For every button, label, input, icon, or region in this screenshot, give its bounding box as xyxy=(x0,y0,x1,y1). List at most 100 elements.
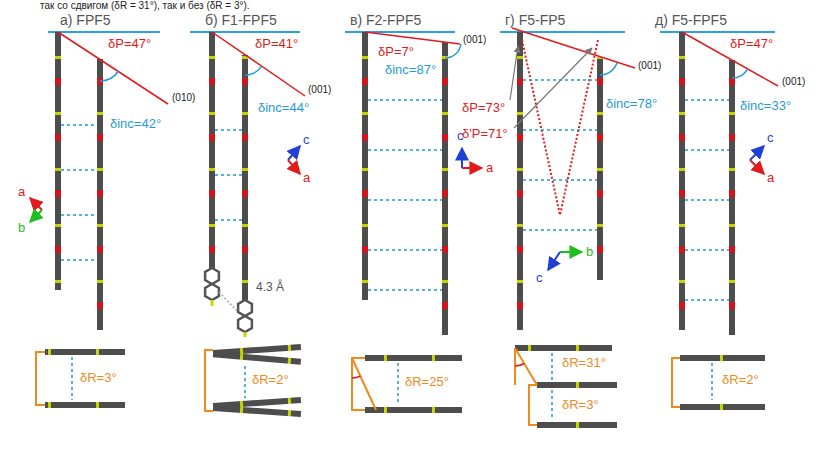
angle-label: δP=7° xyxy=(378,44,414,60)
molecule-column xyxy=(679,32,685,330)
label-text: δP=47° xyxy=(730,36,773,51)
fluorine xyxy=(211,300,214,306)
label-text: δR=3° xyxy=(80,370,117,385)
contact-line xyxy=(551,353,553,380)
contact-line xyxy=(523,179,597,181)
label-text: a xyxy=(18,184,25,199)
panel-title: 4.3 Å xyxy=(256,280,284,294)
contact-line xyxy=(368,249,442,251)
molecule-side xyxy=(213,351,301,365)
label-text: δR=31° xyxy=(562,355,606,370)
label-text: δinc=33° xyxy=(740,98,791,113)
molecule-side xyxy=(365,407,462,413)
angle-label: δR=25° xyxy=(405,374,449,390)
axis-arrow xyxy=(30,198,42,210)
molecule-side xyxy=(515,345,612,351)
angle-label: δP=47° xyxy=(730,36,773,52)
contact-line xyxy=(685,149,729,151)
label-text: b xyxy=(586,244,593,259)
molecule-axis-guide xyxy=(522,40,598,215)
offset-bracket xyxy=(529,385,537,425)
contact-line xyxy=(523,79,597,81)
label-text: а) FPF5 xyxy=(60,12,111,28)
label-text: δP=7° xyxy=(378,44,414,59)
panel-title: в) F2-FPF5 xyxy=(350,12,421,29)
contact-line xyxy=(215,174,242,176)
molecule-column xyxy=(362,32,368,300)
phenyl-ring xyxy=(205,284,219,300)
axis-arrow xyxy=(288,160,300,174)
contact-line xyxy=(368,99,442,101)
label-text: c xyxy=(536,270,543,285)
label-text: δP=73° xyxy=(462,100,505,115)
angle-label: δR=3° xyxy=(80,370,117,386)
angle-label: a xyxy=(303,170,310,186)
axis-label: c xyxy=(767,130,774,146)
label-text: (010) xyxy=(172,92,195,103)
label-text: б) F1-FPF5 xyxy=(205,12,277,28)
label-text: δinc=87° xyxy=(385,62,436,77)
label-text: δinc=78° xyxy=(606,96,657,111)
contact-line xyxy=(215,129,242,131)
axis-arrow xyxy=(462,167,482,169)
axis-label: c xyxy=(536,270,543,286)
plane-line xyxy=(58,32,168,104)
contact-line xyxy=(61,259,97,261)
distance-line xyxy=(219,292,238,312)
angle-label: a xyxy=(486,160,493,176)
axis-arrow xyxy=(560,251,582,253)
label-text: (001) xyxy=(463,34,486,45)
label-text: δR=25° xyxy=(405,374,449,389)
contact-line xyxy=(61,169,97,171)
angle-label: δinc=42° xyxy=(110,116,161,132)
angle-arc xyxy=(732,69,748,78)
panel-title: а) FPF5 xyxy=(60,12,111,29)
molecule-side xyxy=(365,355,462,361)
label-text: a xyxy=(486,160,493,175)
label-text: δR=3° xyxy=(562,397,599,412)
molecule-side xyxy=(45,402,125,408)
angle-arc xyxy=(600,63,617,75)
contact-line xyxy=(215,219,242,221)
axis-arrow xyxy=(750,160,764,174)
surface-line xyxy=(190,31,300,33)
plane-line xyxy=(512,28,635,68)
contact-line xyxy=(523,229,597,231)
surface-line xyxy=(48,31,160,33)
contact-line xyxy=(551,390,553,420)
axis-arrow xyxy=(461,148,463,168)
label-text: δinc=44° xyxy=(258,100,309,115)
contact-line xyxy=(368,149,442,151)
phenyl-ring xyxy=(205,268,219,284)
contact-line xyxy=(61,214,97,216)
stacking-contacts xyxy=(215,130,242,220)
angle-label: δR=3° xyxy=(562,397,599,413)
label-text: (001) xyxy=(308,84,331,95)
molecule-column xyxy=(729,60,735,335)
axis-label: b xyxy=(586,244,593,260)
offset-bracket xyxy=(672,358,680,407)
angle-label: δinc=87° xyxy=(385,62,436,78)
angle-arc xyxy=(352,376,361,378)
molecule-column xyxy=(209,32,215,268)
molecule-side xyxy=(680,355,765,361)
label-text: в) F2-FPF5 xyxy=(350,12,421,28)
fluorine xyxy=(244,332,247,337)
label-text: δP=41° xyxy=(255,36,298,51)
plane-index: (001) xyxy=(463,34,486,46)
angle-label: δinc=33° xyxy=(740,98,791,114)
contact-line xyxy=(685,199,729,201)
plane-index: (001) xyxy=(782,76,805,88)
contact-line xyxy=(397,363,399,405)
stacking-contacts xyxy=(61,125,97,260)
contact-line xyxy=(244,366,246,398)
phenyl-ring xyxy=(238,316,252,332)
angle-arc xyxy=(515,364,524,367)
contact-line xyxy=(685,249,729,251)
label-text: δinc=42° xyxy=(110,116,161,131)
contact-line xyxy=(685,299,729,301)
label-text: г) F5-FP5 xyxy=(505,12,565,28)
angle-label: δinc=78° xyxy=(606,96,657,112)
